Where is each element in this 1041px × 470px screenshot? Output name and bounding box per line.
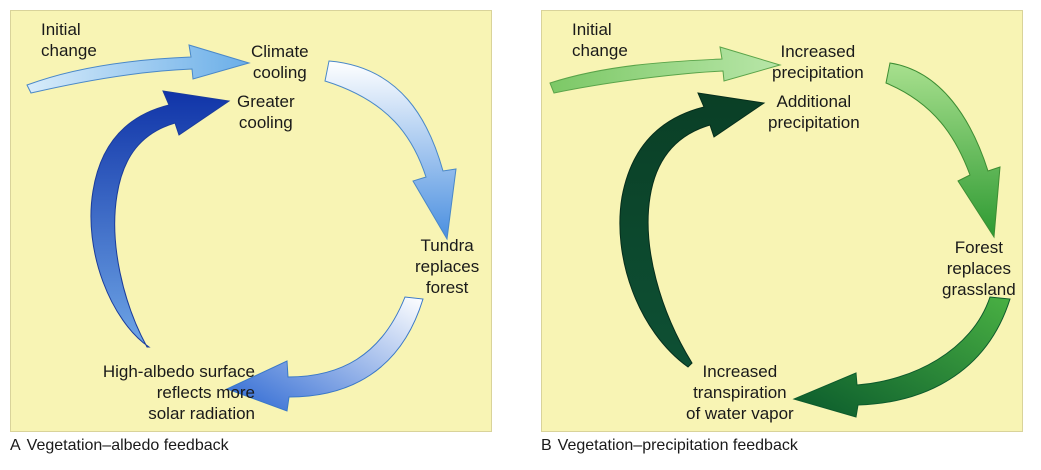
forest-to-transpiration-arrow [792,296,1011,418]
caption-letter: B [541,437,552,454]
cooling-to-tundra-arrow [324,60,457,241]
feedback-loop-arrows [549,46,1011,418]
transpiration-to-precip-arrow [619,92,766,368]
caption-title: Vegetation–albedo feedback [26,437,229,454]
caption-title: Vegetation–precipitation feedback [557,437,798,454]
initial-change-arrow [549,46,782,94]
feedback-loop-arrows [26,44,457,412]
caption-letter: A [10,437,21,454]
initial-change-arrow [26,44,251,94]
tundra-to-albedo-arrow [225,296,424,412]
precip-to-forest-arrow [885,62,1001,239]
albedo-to-cooling-arrow [90,90,231,348]
caption-b: B Vegetation–precipitation feedback [541,437,798,455]
caption-a: A Vegetation–albedo feedback [10,437,229,455]
